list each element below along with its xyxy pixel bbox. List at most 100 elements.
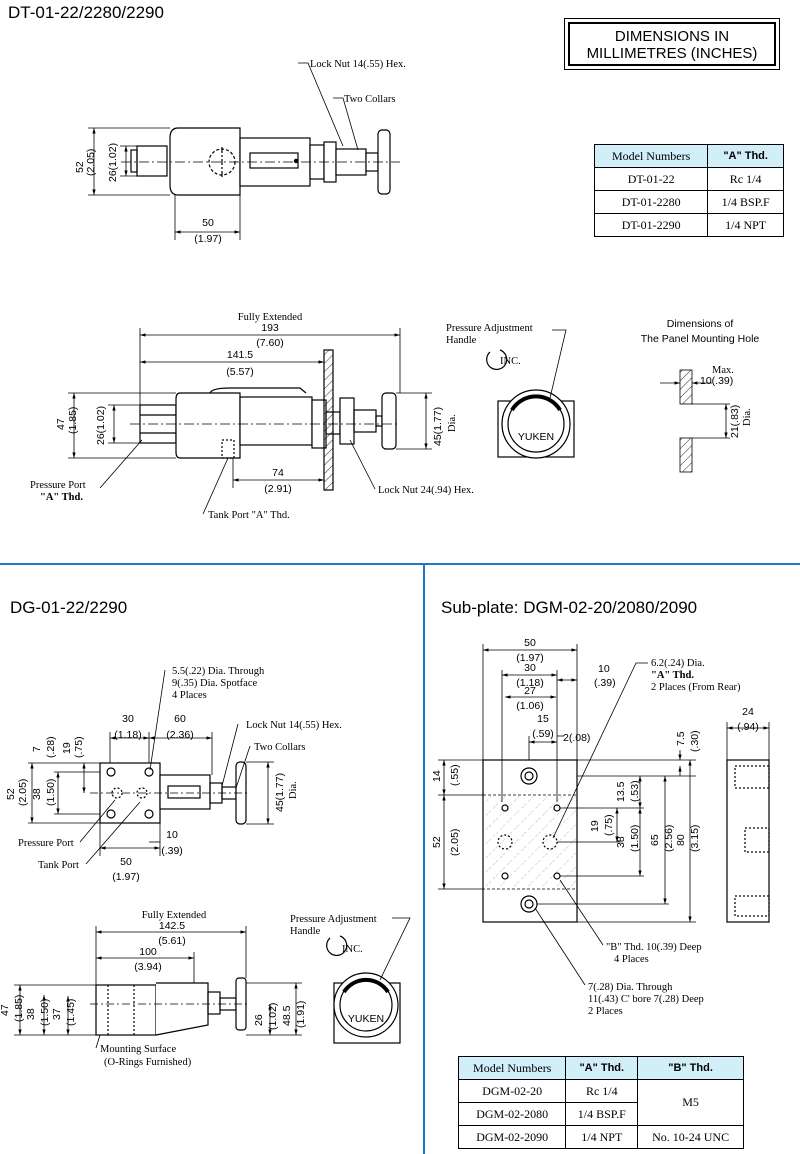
dg-side-dim-38: 38 bbox=[25, 1008, 37, 1020]
sp-cbore-label-1: 7(.28) Dia. Through bbox=[588, 982, 673, 993]
dt-top-dim-50: 50 bbox=[202, 217, 214, 229]
table-row: DT-01-2280 1/4 BSP.F bbox=[593, 190, 784, 214]
units-note-line1: DIMENSIONS IN bbox=[614, 28, 730, 45]
subplate-section-title: Sub-plate: DGM-02-20/2080/2090 bbox=[441, 598, 697, 617]
dt-side-fully-extended: Fully Extended bbox=[238, 312, 303, 323]
sp-dim-15i: (.59) bbox=[532, 728, 554, 740]
sp-dim-30: 30 bbox=[524, 662, 536, 674]
units-note-line2: MILLIMETRES (INCHES) bbox=[586, 45, 758, 62]
table-cell: DGM-02-20 bbox=[457, 1079, 567, 1103]
sp-hole-label-2: "A" Thd. bbox=[651, 670, 694, 681]
dt-yuken-logo-text: YUKEN bbox=[518, 431, 554, 443]
dg-hole-label-2: 9(.35) Dia. Spotface bbox=[172, 678, 257, 689]
table-cell: 1/4 BSP.F bbox=[707, 190, 784, 214]
sp-dim-75i: (.30) bbox=[689, 730, 701, 752]
dg-side-dim-47i: (1.85) bbox=[13, 995, 25, 1022]
table-cell: DT-01-2290 bbox=[593, 213, 709, 237]
sp-b-thd-label-2: 4 Places bbox=[614, 954, 649, 965]
panel-dim-21: 21(.83) bbox=[729, 405, 741, 438]
dg-yuken-logo-text: YUKEN bbox=[348, 1013, 384, 1025]
dg-inc-label: INC. bbox=[342, 944, 363, 955]
dt-side-dim-141: 141.5 bbox=[227, 349, 253, 361]
sp-dim-80i: (3.15) bbox=[689, 825, 701, 852]
dg-top-dim-30: 30 bbox=[122, 713, 134, 725]
table-cell: DT-01-2280 bbox=[593, 190, 709, 214]
table-cell: DT-01-22 bbox=[593, 167, 709, 191]
sp-cbore-label-2: 11(.43) C' bore 7(.28) Deep bbox=[588, 994, 704, 1005]
sp-dim-10: 10 bbox=[598, 663, 610, 675]
dt-side-view bbox=[130, 349, 400, 491]
units-note-box: DIMENSIONS IN MILLIMETRES (INCHES) bbox=[564, 18, 780, 70]
dt-top-lock-nut-label: Lock Nut 14(.55) Hex. bbox=[310, 59, 406, 70]
table-header-row: Model Numbers "A" Thd. "B" Thd. bbox=[457, 1056, 744, 1080]
dg-side-dim-26: 26 bbox=[253, 1014, 265, 1026]
sp-dim-50i: (1.97) bbox=[516, 652, 543, 664]
dt-side-dim-47i: (1.85) bbox=[67, 407, 79, 434]
dt-side-dim-45: 45(1.77) bbox=[432, 407, 444, 446]
dt-side-lock-nut-label: Lock Nut 24(.94) Hex. bbox=[378, 485, 474, 496]
sp-dim-27i: (1.06) bbox=[516, 700, 543, 712]
table-header-cell: "A" Thd. bbox=[565, 1056, 639, 1080]
dg-side-dim-100i: (3.94) bbox=[134, 961, 161, 973]
dg-top-dim-60i: (2.36) bbox=[166, 729, 193, 741]
sp-dim-135i: (.53) bbox=[629, 780, 641, 802]
dg-side-dim-142i: (5.61) bbox=[158, 935, 185, 947]
dg-adjust-label-1: Pressure Adjustment bbox=[290, 914, 377, 925]
dg-top-dim-45: 45(1.77) bbox=[274, 773, 286, 812]
dg-top-dim-7: 7 bbox=[31, 746, 43, 752]
sp-dim-14i: (.55) bbox=[449, 764, 461, 786]
dg-top-dim-52: 52 bbox=[5, 788, 17, 800]
sp-dim-27: 27 bbox=[524, 685, 536, 697]
subplate-view bbox=[482, 759, 770, 923]
sp-dim-19: 19 bbox=[589, 820, 601, 832]
subplate-dims bbox=[438, 644, 770, 986]
table-header-cell: "B" Thd. bbox=[637, 1056, 744, 1080]
dt-top-dims bbox=[88, 62, 359, 240]
dg-handle-view bbox=[326, 917, 411, 1044]
section-dividers bbox=[0, 563, 800, 1154]
sp-dim-52: 52 bbox=[431, 836, 443, 848]
table-cell: DGM-02-2090 bbox=[457, 1125, 567, 1149]
dg-top-dim-19: 19 bbox=[61, 742, 73, 754]
sp-dim-30i: (1.18) bbox=[516, 677, 543, 689]
dg-side-dim-100: 100 bbox=[139, 946, 157, 958]
table-row: DT-01-2290 1/4 NPT bbox=[593, 213, 784, 237]
sp-dim-65i: (2.56) bbox=[663, 825, 675, 852]
dg-side-dim-485i: (1.91) bbox=[295, 1001, 307, 1028]
table-cell: M5 bbox=[637, 1079, 744, 1126]
panel-max-label: Max. bbox=[712, 365, 734, 376]
dt-side-dim-193i: (7.60) bbox=[256, 337, 283, 349]
dt-side-dims bbox=[68, 328, 432, 515]
dt-top-dim-52: 52 bbox=[74, 161, 86, 173]
dg-pressure-port-label: Pressure Port bbox=[18, 838, 74, 849]
table-cell: No. 10-24 UNC bbox=[637, 1125, 744, 1149]
sp-dim-15: 15 bbox=[537, 713, 549, 725]
sp-dim-65: 65 bbox=[649, 834, 661, 846]
dt-top-two-collars-label: Two Collars bbox=[344, 94, 395, 105]
dt-adjust-label-1: Pressure Adjustment bbox=[446, 323, 533, 334]
sp-dim-135: 13.5 bbox=[615, 781, 627, 802]
panel-hole-title-2: The Panel Mounting Hole bbox=[641, 333, 760, 345]
dg-top-dim-45-dia: Dia. bbox=[288, 781, 299, 799]
dg-lock-nut-label: Lock Nut 14(.55) Hex. bbox=[246, 720, 342, 731]
sp-dim-24i: (.94) bbox=[737, 721, 759, 733]
sp-dim-80: 80 bbox=[675, 834, 687, 846]
sp-dim-52i: (2.05) bbox=[449, 829, 461, 856]
table-header-cell: "A" Thd. bbox=[707, 144, 784, 168]
sp-dim-2: 2(.08) bbox=[563, 732, 590, 744]
table-cell: 1/4 BSP.F bbox=[565, 1102, 639, 1126]
dg-top-dim-10: 10 bbox=[166, 829, 178, 841]
dg-top-dim-60: 60 bbox=[174, 713, 186, 725]
dg-top-dim-50i: (1.97) bbox=[112, 871, 139, 883]
sp-b-thd-label-1: "B" Thd. 10(.39) Deep bbox=[606, 942, 702, 953]
dg-side-dim-142: 142.5 bbox=[159, 920, 185, 932]
dg-top-dim-50: 50 bbox=[120, 856, 132, 868]
dt-adjust-label-2: Handle bbox=[446, 335, 477, 346]
dt-side-dim-141i: (5.57) bbox=[226, 366, 253, 378]
dt-side-dim-193: 193 bbox=[261, 322, 279, 334]
dg-side-fully-extended: Fully Extended bbox=[142, 910, 207, 921]
dg-section-title: DG-01-22/2290 bbox=[10, 598, 127, 617]
dt-pressure-port-thd: "A" Thd. bbox=[40, 492, 83, 503]
dt-inc-label: INC. bbox=[500, 356, 521, 367]
dg-top-dim-30i: (1.18) bbox=[114, 729, 141, 741]
